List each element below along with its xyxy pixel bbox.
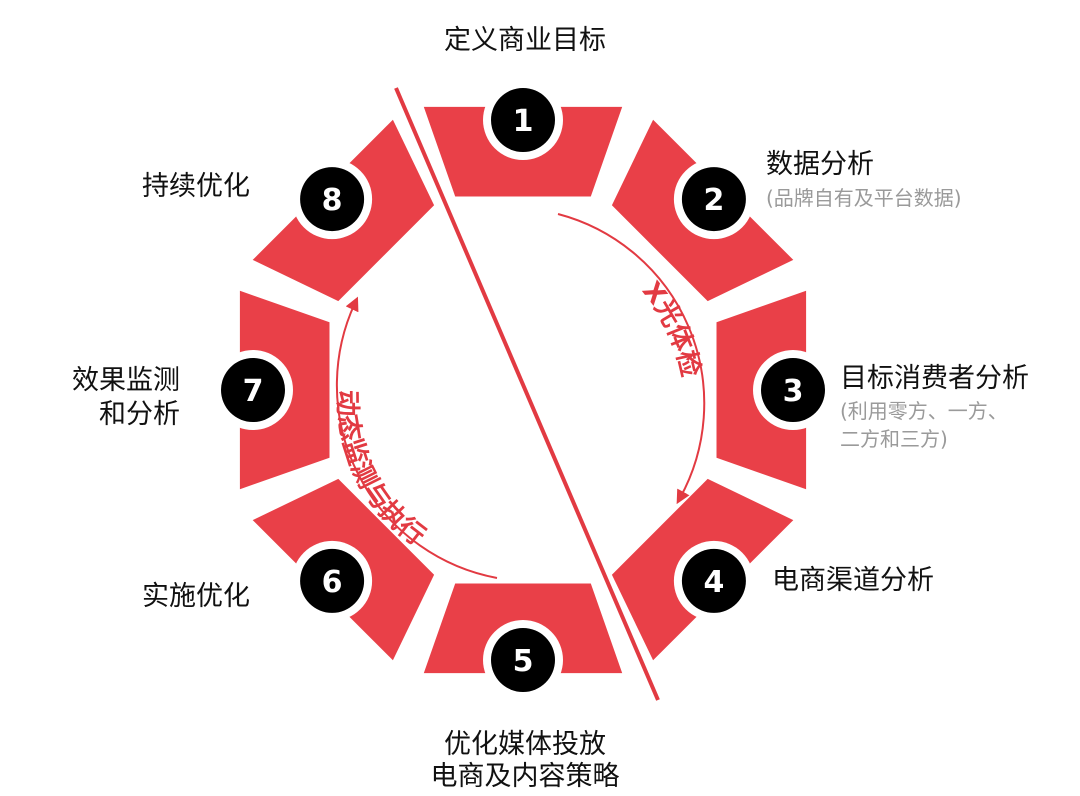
arc-arrow-right <box>557 213 706 505</box>
step-7-label-1: 效果监测 <box>72 365 180 396</box>
step-8-circle <box>300 167 365 232</box>
diagonal-divider <box>394 87 660 701</box>
step-7-label-2: 和分析 <box>99 399 180 430</box>
step-4-number: 4 <box>703 565 724 600</box>
step-1-number: 1 <box>513 104 534 139</box>
step-4-circle <box>681 548 746 613</box>
step-8-number: 8 <box>322 183 343 218</box>
step-3-label: 目标消费者分析 <box>840 363 1029 394</box>
step-3-sublabel-1: (利用零方、一方、 <box>840 399 1008 423</box>
step-3-circle <box>761 358 825 422</box>
step-6-circle <box>300 548 365 613</box>
step-4-label: 电商渠道分析 <box>772 565 934 596</box>
arc-label-right-text: X光体检 <box>636 276 706 380</box>
step-5-label-1: 优化媒体投放 <box>444 729 606 760</box>
step-5-number: 5 <box>513 644 534 679</box>
step-2-number: 2 <box>703 183 724 218</box>
step-1-label: 定义商业目标 <box>444 25 606 56</box>
arc-arrow-left <box>335 296 498 579</box>
step-7-circle <box>221 358 285 422</box>
step-3-number: 3 <box>783 374 804 409</box>
step-5-label-2: 电商及内容策略 <box>430 761 620 792</box>
arc-label-right: X光体检 <box>636 276 706 380</box>
step-1-circle <box>491 88 555 152</box>
step-8-label: 持续优化 <box>142 171 250 202</box>
step-6-number: 6 <box>322 565 343 600</box>
step-2-sublabel: (品牌自有及平台数据) <box>766 186 962 210</box>
step-2-label: 数据分析 <box>766 149 874 180</box>
step-7-number: 7 <box>243 374 264 409</box>
step-6-label: 实施优化 <box>142 581 250 612</box>
step-5-circle <box>491 628 555 692</box>
step-2-circle <box>681 167 746 232</box>
step-circles: 1 2 3 4 5 6 7 8 <box>213 80 833 700</box>
step-3-sublabel-2: 二方和三方) <box>840 427 948 451</box>
